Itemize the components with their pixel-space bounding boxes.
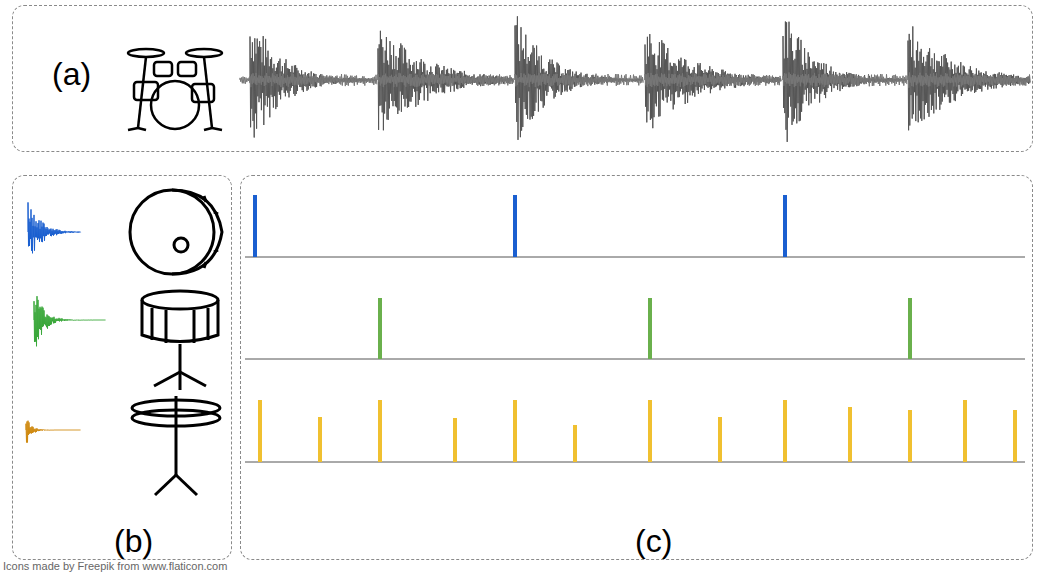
activation-bar	[253, 195, 257, 257]
hihat-icon	[132, 396, 220, 495]
activation-bar	[453, 418, 457, 462]
waveform	[28, 202, 81, 253]
activation-bar	[1013, 410, 1017, 462]
waveform	[783, 22, 906, 142]
snare-drum-icon	[142, 291, 218, 390]
activation-bar	[258, 400, 262, 462]
waveform	[378, 73, 514, 87]
waveform	[250, 73, 377, 87]
panel-box: (a)	[12, 5, 1033, 152]
activation-bar	[648, 400, 652, 462]
waveform	[250, 36, 377, 137]
activation-bar	[378, 400, 382, 462]
panel-box: (c)	[240, 175, 1033, 560]
waveform	[515, 16, 643, 140]
waveform	[34, 296, 106, 346]
waveform	[645, 73, 781, 87]
activation-bar	[573, 425, 577, 462]
activation-bar	[513, 195, 517, 257]
waveform	[26, 421, 81, 443]
waveform	[378, 31, 513, 131]
activation-axes	[245, 257, 1025, 462]
kick-drum-icon	[130, 190, 222, 274]
waveform	[908, 26, 1030, 130]
attribution-note: Icons made by Freepik from www.flaticon.…	[3, 560, 227, 572]
panel-box: (b)	[12, 175, 232, 560]
activation-bar	[783, 195, 787, 257]
activation-bar	[783, 400, 787, 462]
waveform	[515, 73, 643, 87]
panel-label: (a)	[49, 56, 94, 92]
activation-bar	[908, 410, 912, 462]
activation-bar	[378, 298, 382, 359]
panel-label: (b)	[111, 523, 156, 559]
activation-bar	[848, 407, 852, 462]
drum-kit-icon	[128, 49, 222, 130]
waveform	[908, 73, 1030, 88]
waveform	[783, 72, 907, 87]
activation-bar	[718, 417, 722, 462]
activation-bar	[513, 400, 517, 462]
activation-bar	[318, 417, 322, 462]
waveform	[645, 34, 781, 128]
activation-bar	[908, 298, 912, 359]
waveform	[240, 77, 250, 84]
activation-bar	[648, 298, 652, 359]
panel-label: (c)	[632, 523, 675, 559]
activation-bar	[963, 400, 967, 462]
